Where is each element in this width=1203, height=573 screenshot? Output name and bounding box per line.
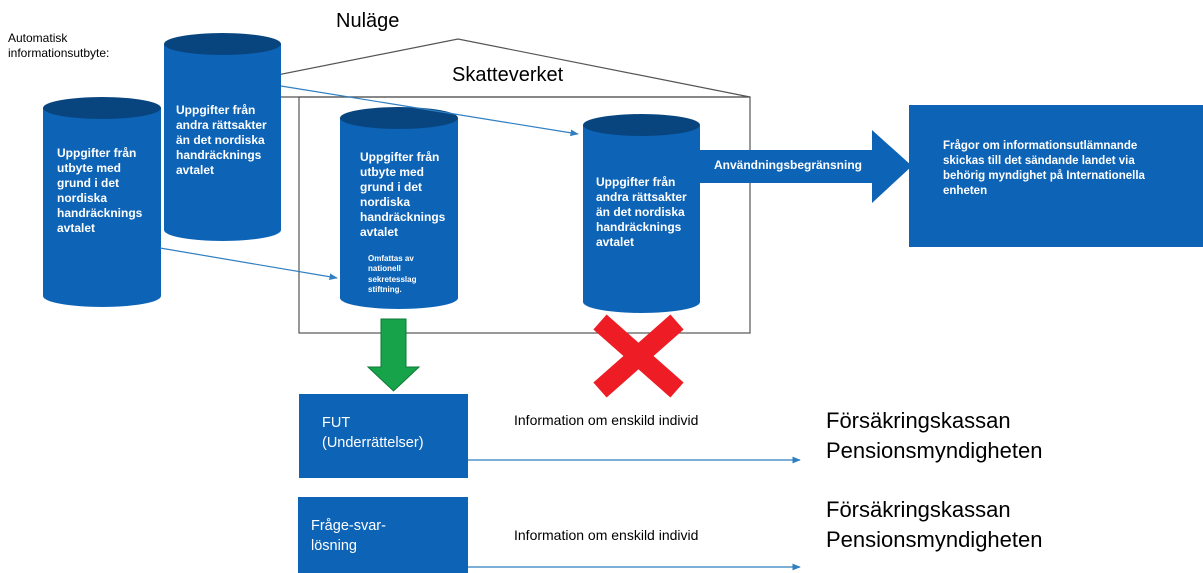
qa-box-text: Fråge-svar- lösning <box>311 518 386 555</box>
recipients-1: Försäkringskassan Pensionsmyndigheten <box>826 408 1043 463</box>
recipients-2: Försäkringskassan Pensionsmyndigheten <box>826 497 1043 552</box>
house-body <box>298 96 751 334</box>
house-label: Skatteverket <box>452 64 564 86</box>
cylinder-inner-right-text: Uppgifter från andra rättsakter än det n… <box>596 175 687 249</box>
cylinder-inner-left <box>340 107 458 309</box>
connector-arrow-to-inner-left <box>159 247 338 281</box>
cylinder-left-back <box>164 33 281 241</box>
page-title: Nuläge <box>336 10 400 32</box>
cylinder-inner-left-note: Omfattas av nationell sekretesslag stift… <box>368 254 417 295</box>
fut-box: FUT (Underrättelser) <box>299 394 468 478</box>
usage-restriction-arrow <box>700 130 912 203</box>
cylinder-left-front-text: Uppgifter från utbyte med grund i det no… <box>57 146 143 235</box>
red-cross-icon <box>593 314 684 398</box>
usage-restriction-label: Användningsbegränsning <box>714 158 863 172</box>
flow-1-label: Information om enskild individ <box>514 412 699 428</box>
cylinder-left-front <box>43 97 161 307</box>
cylinder-inner-right <box>583 114 700 313</box>
connector-arrow-to-inner-right <box>280 85 579 137</box>
fut-box-text: FUT (Underrättelser) <box>322 415 424 452</box>
qa-box: Fråge-svar- lösning <box>298 497 468 573</box>
green-down-arrow <box>366 318 421 392</box>
cylinder-inner-left-text: Uppgifter från utbyte med grund i det no… <box>360 150 446 239</box>
cylinder-left-back-text: Uppgifter från andra rättsakter än det n… <box>176 103 267 177</box>
flow-2-label: Information om enskild individ <box>514 527 699 543</box>
info-box: Frågor om informationsutlämnande skickas… <box>909 105 1203 247</box>
automatic-exchange-label: Automatisk informationsutbyte: <box>8 31 110 60</box>
info-box-text: Frågor om informationsutlämnande skickas… <box>943 140 1145 197</box>
